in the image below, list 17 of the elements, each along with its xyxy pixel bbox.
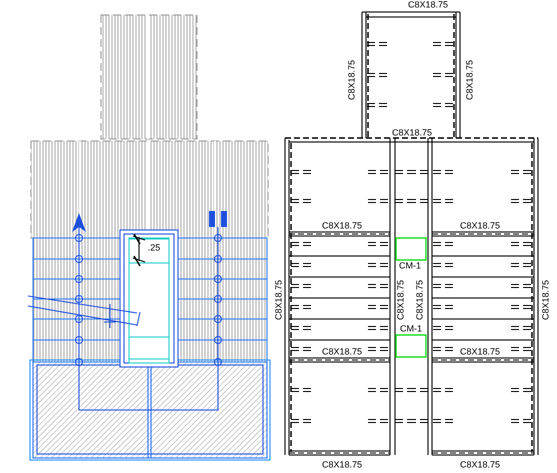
beam-label: C8X18.75 xyxy=(460,460,500,470)
beam-label: C8X18.75 xyxy=(416,280,424,320)
beam-label: C8X18.75 xyxy=(322,222,362,230)
beam-label: C8X18.75 xyxy=(466,60,474,100)
beam-label: CM-1 xyxy=(400,324,422,334)
beam-label: C8X18.75 xyxy=(392,128,432,138)
dimension-value: .25 xyxy=(148,244,160,252)
beam-label: CM-1 xyxy=(399,262,421,270)
beam-label: C8X18.75 xyxy=(460,348,500,356)
beam-label: C8X18.75 xyxy=(460,222,500,230)
beam-label: C8X18.75 xyxy=(348,60,356,100)
beam-label: C8X18.75 xyxy=(274,280,284,320)
beam-label: C8X18.75 xyxy=(322,460,362,470)
beam-label: C8X18.75 xyxy=(396,280,406,320)
beam-label: C8X18.75 xyxy=(322,348,362,356)
beam-label: C8X18.75 xyxy=(408,0,448,10)
beam-label: C8X18.75 xyxy=(542,280,550,320)
